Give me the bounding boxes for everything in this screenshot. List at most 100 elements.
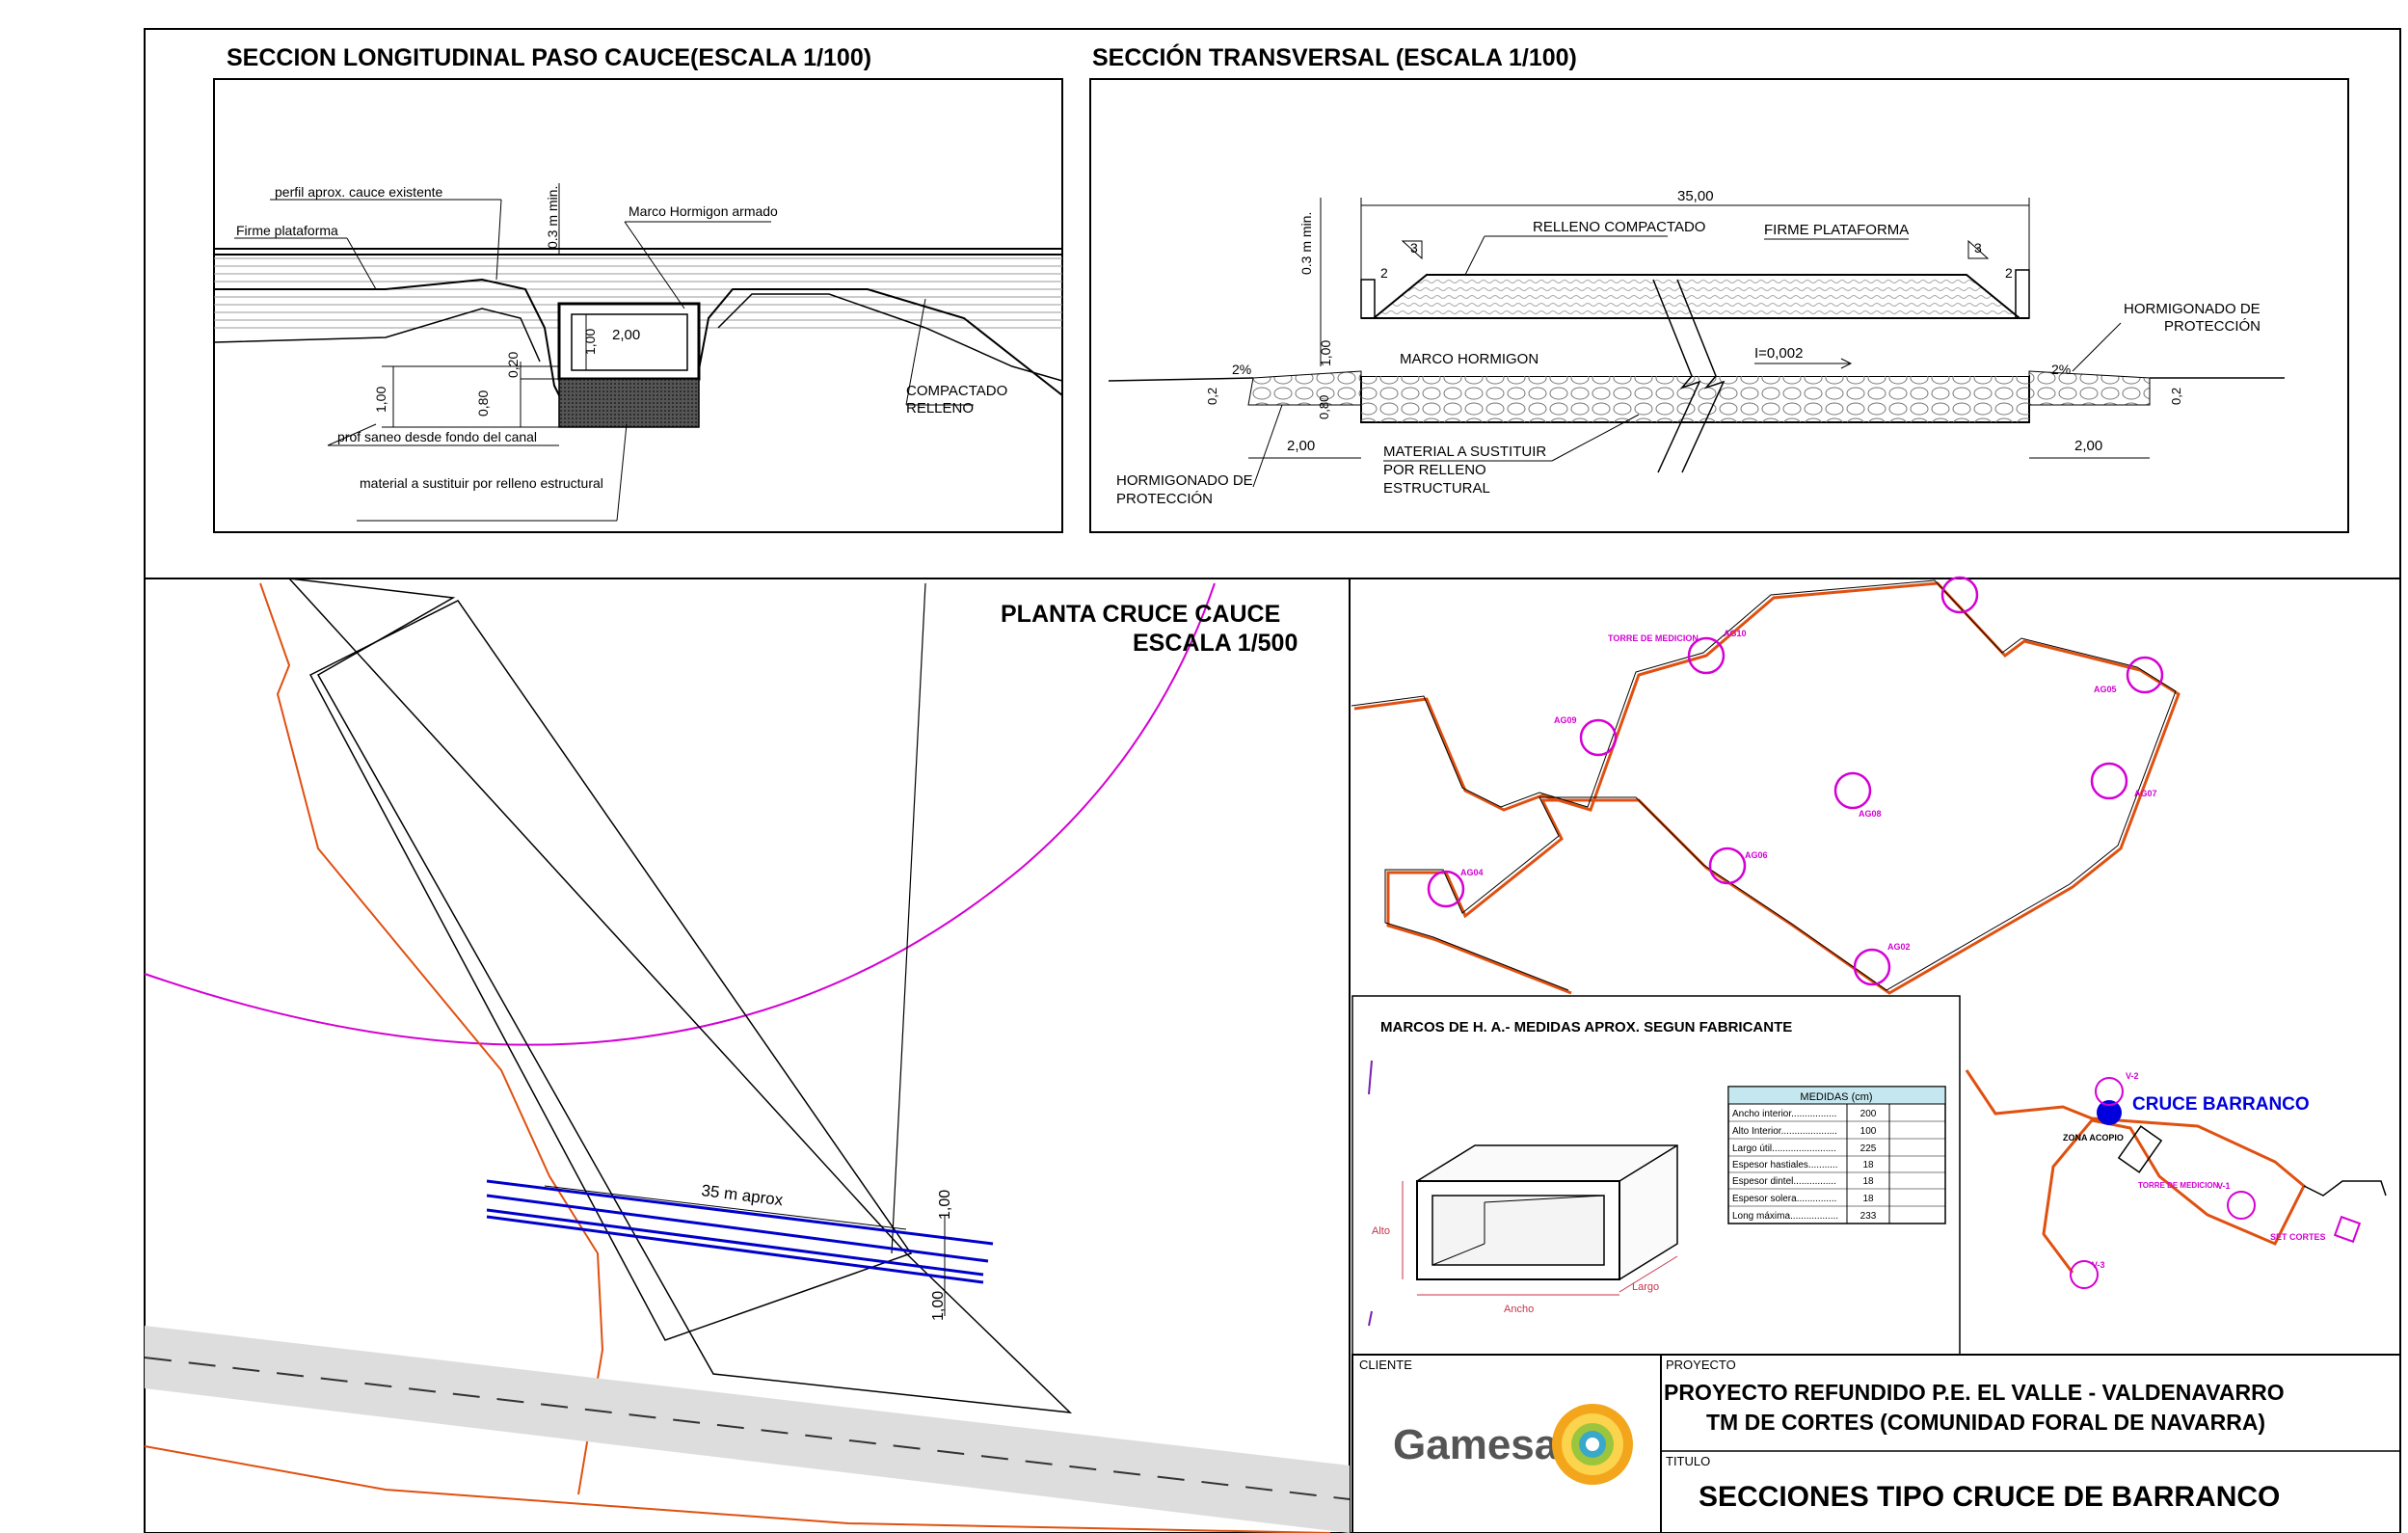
- label-marco: Marco Hormigon armado: [629, 203, 778, 219]
- table-header: MEDIDAS (cm): [1800, 1091, 1872, 1103]
- trans-section-title: SECCIÓN TRANSVERSAL (ESCALA 1/100): [1092, 42, 1577, 71]
- label-ancho: 2,00: [612, 327, 640, 343]
- site-map: AG10 AG09 AG05 AG07 AG08 AG06 AG04 AG02 …: [1351, 576, 2387, 1289]
- label-horm-l2: PROTECCIÓN: [1116, 491, 1213, 507]
- label-min: 0.3 m min.: [545, 186, 560, 249]
- longitudinal-section: SECCION LONGITUDINAL PASO CAUCE(ESCALA 1…: [213, 44, 1063, 533]
- row-label: Ancho interior.................: [1732, 1109, 1836, 1119]
- label-mat2: POR RELLENO: [1383, 462, 1486, 478]
- cliente-label: CLIENTE: [1359, 1358, 1412, 1372]
- drawing-title: SECCIONES TIPO CRUCE DE BARRANCO: [1699, 1481, 2280, 1513]
- label-d200-left: 2,00: [1287, 438, 1315, 454]
- box-culvert: [557, 302, 701, 381]
- row-label: Espesor dintel................: [1732, 1176, 1836, 1187]
- set-label: SET CORTES: [2270, 1232, 2326, 1242]
- slope-h-right: 3: [1974, 240, 1982, 256]
- row-label: Long máxima..................: [1732, 1211, 1838, 1222]
- slope-v-right: 2: [2005, 265, 2013, 281]
- plan-title: PLANTA CRUCE CAUCE: [1001, 601, 1280, 628]
- plan-length: 35 m aprox: [701, 1181, 785, 1209]
- map-label-ag09: AG09: [1554, 715, 1577, 725]
- plan-d1: 1,00: [937, 1190, 953, 1220]
- gamesa-logo-text: Gamesa: [1393, 1421, 1559, 1468]
- pct-right: 2%: [2051, 362, 2071, 377]
- long-section-title: SECCION LONGITUDINAL PASO CAUCE(ESCALA 1…: [227, 44, 871, 71]
- proyecto-line1: PROYECTO REFUNDIDO P.E. EL VALLE - VALDE…: [1664, 1380, 2285, 1405]
- torre2-label: TORRE DE MEDICION: [2138, 1181, 2219, 1190]
- row-value: 100: [1860, 1126, 1877, 1137]
- plan-view: 35 m aprox 1,00 1,00 PLANTA CRUCE CAUCE …: [144, 578, 1351, 1533]
- v1-label: V-1: [2217, 1181, 2231, 1191]
- label-perfil: perfil aprox. cauce existente: [275, 184, 443, 200]
- cruce-marker: [2097, 1100, 2122, 1125]
- label-mat3: ESTRUCTURAL: [1383, 480, 1490, 497]
- label-relleno: RELLENO: [906, 400, 974, 417]
- title-block: CLIENTE PROYECTO TITULO Gamesa PROYECTO …: [1351, 1354, 2401, 1533]
- label-horm1: HORMIGONADO DE: [2124, 301, 2261, 317]
- label-d200-right: 2,00: [2074, 438, 2102, 454]
- map-label-ag06: AG06: [1745, 850, 1768, 860]
- label-ancho-total: 35,00: [1677, 188, 1714, 204]
- zona-label: ZONA ACOPIO: [2063, 1133, 2124, 1143]
- map-label-torre: TORRE DE MEDICION: [1608, 633, 1699, 643]
- map-label-ag05: AG05: [2094, 685, 2117, 694]
- parcel-boundary: [259, 582, 604, 1495]
- road: [145, 1326, 1350, 1533]
- label-prof: prof saneo desde fondo del canal: [337, 429, 537, 444]
- turbine-radius-arc: [144, 582, 1216, 1046]
- label-material: material a sustituir por relleno estruct…: [360, 475, 603, 491]
- row-value: 233: [1860, 1211, 1877, 1222]
- map-label-ag10: AG10: [1724, 629, 1747, 638]
- row-value: 18: [1862, 1160, 1874, 1170]
- label-marco-t: MARCO HORMIGON: [1400, 351, 1538, 367]
- row-value: 18: [1862, 1176, 1874, 1187]
- label-d100: 1,00: [373, 387, 388, 413]
- map-label-ag04: AG04: [1460, 868, 1484, 877]
- label-alto: 1,00: [582, 329, 598, 355]
- label-d02-right: 0,2: [2169, 388, 2183, 405]
- map-label-ag02: AG02: [1887, 942, 1911, 952]
- row-value: 225: [1860, 1143, 1877, 1154]
- label-firme-t: FIRME PLATAFORMA: [1764, 222, 1909, 238]
- replacement-material: [558, 378, 700, 428]
- plan-d2: 1,00: [930, 1291, 947, 1321]
- label-d02-left: 0,2: [1205, 388, 1219, 405]
- row-label: Largo útil........................: [1732, 1143, 1836, 1154]
- row-value: 200: [1860, 1109, 1877, 1119]
- pct-left: 2%: [1232, 362, 1251, 377]
- road-network: [1353, 581, 2181, 995]
- label-mat1: MATERIAL A SUSTITUIR: [1383, 444, 1546, 460]
- box-isometric: [1416, 1144, 1678, 1280]
- proyecto-label: PROYECTO: [1666, 1358, 1736, 1372]
- label-horm2: PROTECCIÓN: [2164, 318, 2261, 335]
- trans-section-frame: [1089, 78, 2349, 533]
- cruce-label: CRUCE BARRANCO: [2132, 1094, 2310, 1115]
- culvert-plan-line-1: [486, 1179, 994, 1246]
- dim-largo: Largo: [1632, 1281, 1659, 1293]
- dim-ancho: Ancho: [1504, 1304, 1534, 1315]
- row-value: 18: [1862, 1194, 1874, 1204]
- v2-label: V-2: [2126, 1071, 2139, 1081]
- transversal-section: SECCIÓN TRANSVERSAL (ESCALA 1/100) 35,00…: [1089, 42, 2349, 533]
- label-d080-t: 0,80: [1317, 395, 1331, 419]
- slope-v-left: 2: [1380, 265, 1388, 281]
- label-d080: 0,80: [475, 390, 491, 417]
- map-label-ag08: AG08: [1859, 809, 1882, 819]
- titulo-label: TITULO: [1666, 1454, 1710, 1468]
- map-label-ag07: AG07: [2134, 789, 2157, 798]
- embankment: [1371, 274, 2022, 319]
- plan-scale: ESCALA 1/500: [1133, 630, 1298, 657]
- label-min-t: 0.3 m min.: [1298, 212, 1314, 275]
- label-compactado: COMPACTADO: [906, 383, 1007, 399]
- slope-h-left: 3: [1410, 240, 1418, 256]
- label-d020: 0,20: [505, 352, 521, 378]
- marcos-panel: MARCOS DE H. A.- MEDIDAS APROX. SEGUN FA…: [1351, 995, 1961, 1356]
- row-label: Alto Interior.....................: [1732, 1126, 1837, 1137]
- label-relleno: RELLENO COMPACTADO: [1533, 219, 1705, 235]
- label-horm-l1: HORMIGONADO DE: [1116, 472, 1253, 489]
- label-firme: Firme plataforma: [236, 223, 338, 238]
- label-pendiente: I=0,002: [1754, 345, 1803, 362]
- sheet-border: [144, 28, 2401, 1533]
- marcos-title: MARCOS DE H. A.- MEDIDAS APROX. SEGUN FA…: [1380, 1019, 1792, 1035]
